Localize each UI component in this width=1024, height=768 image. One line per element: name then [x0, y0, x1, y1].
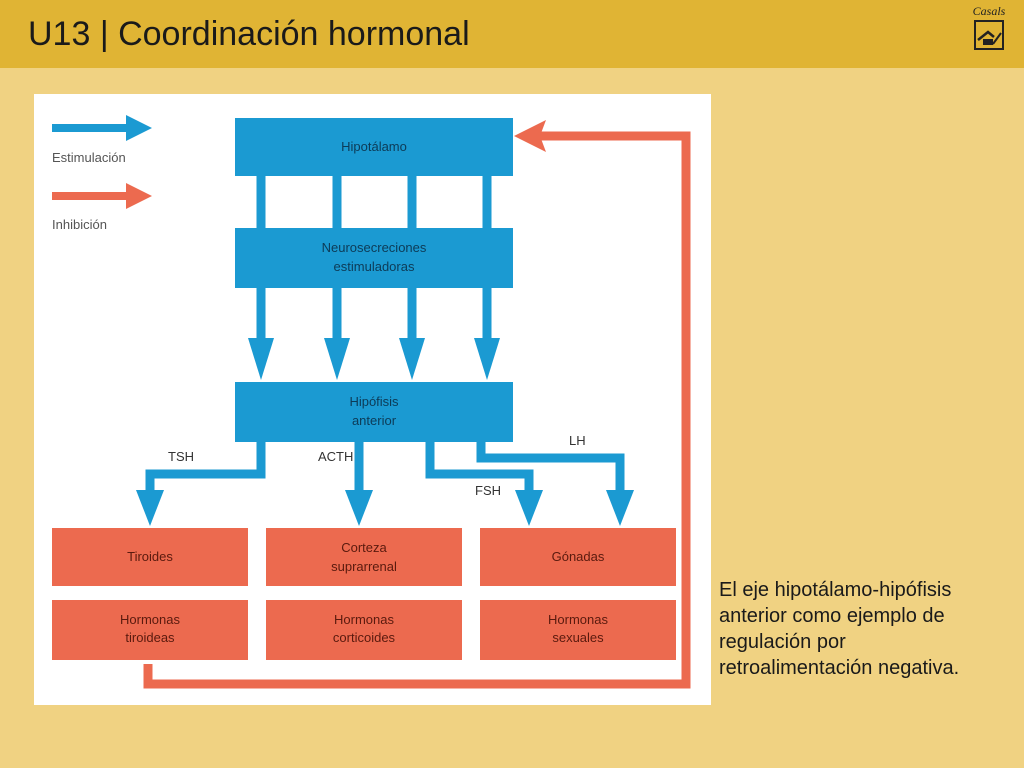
legend: Estimulación Inhibición: [52, 115, 152, 232]
lh-arrow: [476, 440, 625, 494]
legend-stimulation-arrow: [52, 115, 152, 141]
feedback-line: [143, 131, 691, 689]
feedback-arrowhead: [514, 120, 546, 152]
figure-caption: El eje hipotálamo-hipófisis anterior com…: [719, 579, 960, 679]
sex-hormones-box: Hormonas sexuales: [480, 600, 676, 660]
slide-title: U13 | Coordinación hormonal: [28, 15, 470, 53]
brand-logo: Casals: [966, 4, 1012, 60]
neurosecretions-label-line2: estimuladoras: [334, 259, 415, 274]
gonads-box: Gónadas: [480, 528, 676, 586]
pituitary-hormone-arrowheads: [136, 490, 634, 526]
diagram-canvas: Estimulación Inhibición: [52, 115, 691, 689]
hypothalamus-box: Hipotálamo: [235, 118, 513, 176]
adrenal-label-line1: Corteza: [341, 540, 387, 555]
legend-stimulation-label: Estimulación: [52, 150, 126, 165]
sex-hormones-label-line1: Hormonas: [548, 612, 608, 627]
house-icon: [974, 20, 1004, 50]
legend-inhibition-label: Inhibición: [52, 217, 107, 232]
legend-inhibition-arrow: [52, 183, 152, 209]
corticoid-hormones-box: Hormonas corticoides: [266, 600, 462, 660]
thyroid-box: Tiroides: [52, 528, 248, 586]
fsh-label: FSH: [475, 483, 501, 498]
hypothalamus-connectors: [256, 174, 492, 230]
neurosecretions-box: Neurosecreciones estimuladoras: [235, 228, 513, 288]
thyroid-hormones-label-line2: tiroideas: [125, 630, 175, 645]
brand-name: Casals: [972, 4, 1006, 18]
slide-header: U13 | Coordinación hormonal Casals: [0, 0, 1024, 68]
gonads-label: Gónadas: [552, 549, 605, 564]
neurosecretions-label-line1: Neurosecreciones: [322, 240, 427, 255]
adrenal-box: Corteza suprarrenal: [266, 528, 462, 586]
tsh-label: TSH: [168, 449, 194, 464]
adrenal-label-line2: suprarrenal: [331, 559, 397, 574]
thyroid-hormones-box: Hormonas tiroideas: [52, 600, 248, 660]
pituitary-label-line1: Hipófisis: [349, 394, 399, 409]
corticoid-hormones-label-line2: corticoides: [333, 630, 396, 645]
corticoid-hormones-label-line1: Hormonas: [334, 612, 394, 627]
acth-label: ACTH: [318, 449, 353, 464]
hormone-axis-diagram: Estimulación Inhibición: [34, 94, 711, 705]
pituitary-label-line2: anterior: [352, 413, 397, 428]
thyroid-hormones-label-line1: Hormonas: [120, 612, 180, 627]
pituitary-box: Hipófisis anterior: [235, 382, 513, 442]
neurosecretion-arrows: [248, 286, 500, 380]
sex-hormones-label-line2: sexuales: [552, 630, 604, 645]
thyroid-label: Tiroides: [127, 549, 173, 564]
fsh-arrow: [425, 440, 534, 494]
hypothalamus-label: Hipotálamo: [341, 139, 407, 154]
feedback-loop: [143, 120, 691, 689]
pituitary-hormone-arrows: [145, 440, 625, 494]
tsh-arrow: [145, 440, 266, 494]
lh-label: LH: [569, 433, 586, 448]
